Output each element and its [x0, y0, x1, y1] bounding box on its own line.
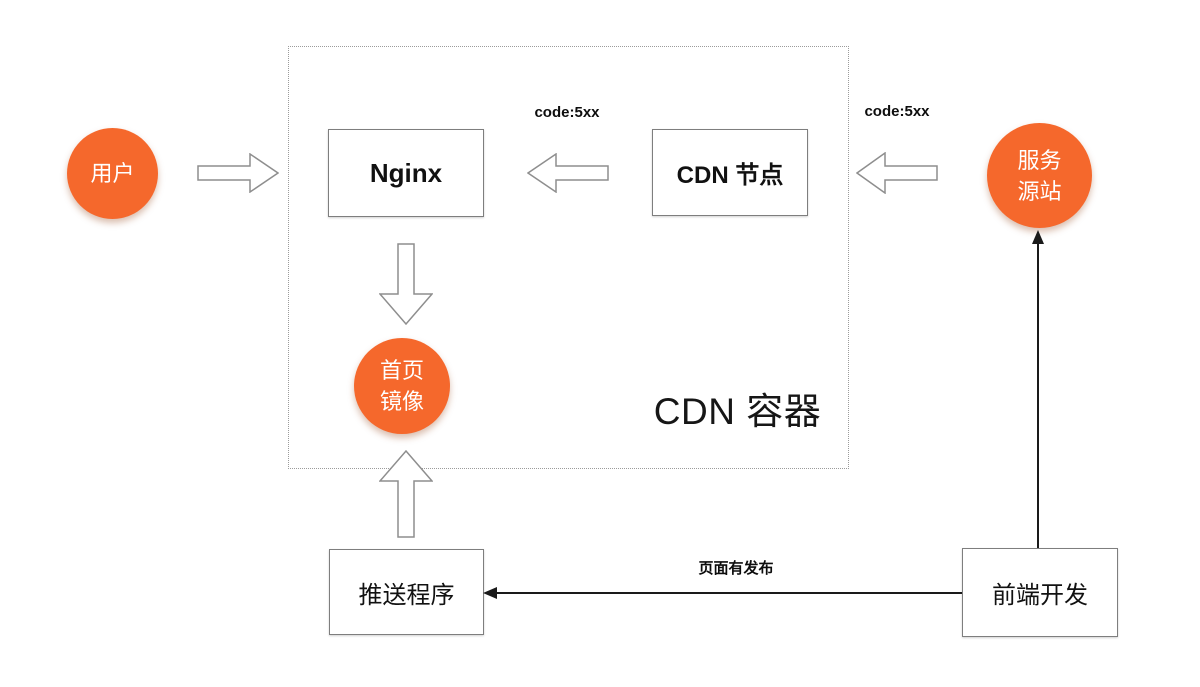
node-nginx-label: Nginx — [369, 157, 443, 188]
node-push-program-label: 推送程序 — [358, 581, 455, 609]
node-cdn-node-label: CDN 节点 — [676, 162, 784, 189]
node-origin-label-line2: 源站 — [1017, 178, 1062, 204]
node-frontend-dev: 前端开发 — [962, 548, 1118, 637]
cdn-container-boundary — [288, 46, 849, 469]
arrow-cdn-node-to-nginx — [527, 153, 609, 193]
node-user: 用户 — [67, 128, 158, 219]
edge-label-code5xx-cdn-to-nginx: code:5xx — [534, 104, 600, 121]
arrow-origin-to-cdn-node — [856, 152, 938, 194]
node-home-mirror-label-line2: 镜像 — [379, 389, 424, 414]
node-home-mirror: 首页 镜像 — [354, 338, 450, 434]
node-home-mirror-label-line1: 首页 — [379, 358, 424, 383]
arrow-frontend-dev-to-origin — [1028, 228, 1048, 550]
node-cdn-node: CDN 节点 — [652, 129, 808, 216]
edge-label-code5xx-origin-to-cdn: code:5xx — [864, 103, 930, 120]
node-frontend-dev-label: 前端开发 — [992, 582, 1088, 609]
cdn-container-label: CDN 容器 — [653, 391, 822, 432]
arrow-user-to-nginx — [197, 153, 279, 193]
edge-label-page-published: 页面有发布 — [698, 560, 774, 577]
node-origin-label-line1: 服务 — [1017, 147, 1062, 173]
node-origin: 服务 源站 — [987, 123, 1092, 228]
node-push-program: 推送程序 — [329, 549, 484, 635]
arrow-push-program-to-home-mirror — [379, 450, 433, 538]
arrow-frontend-dev-to-push-program — [480, 583, 964, 603]
arrow-nginx-to-home-mirror — [379, 243, 433, 325]
node-user-label: 用户 — [90, 161, 135, 186]
node-nginx: Nginx — [328, 129, 484, 217]
